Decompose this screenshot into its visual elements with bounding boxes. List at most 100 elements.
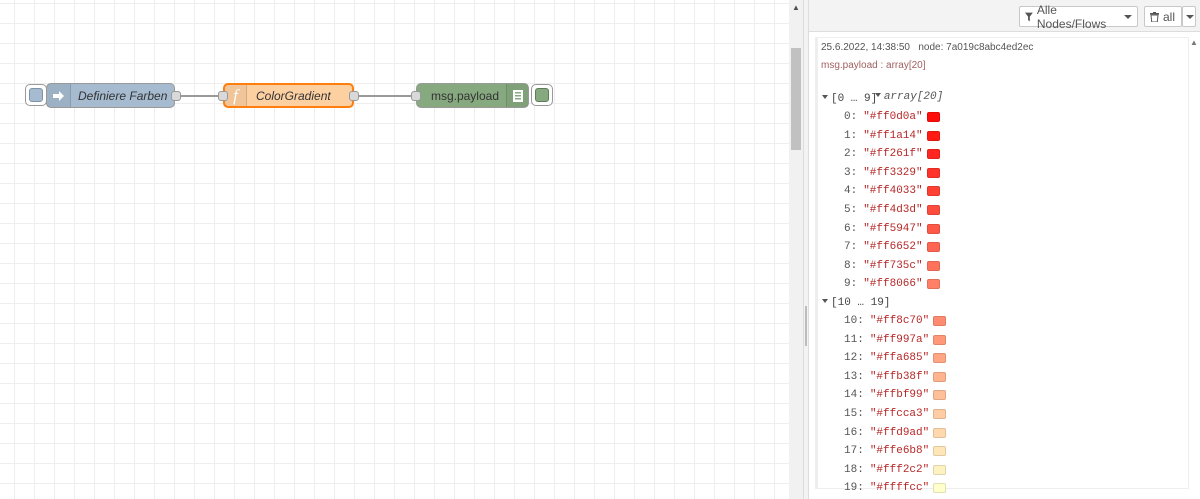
debug-sidebar: Alle Nodes/Flows all ▲ 25.6.2022, 14:38:… [809, 0, 1200, 499]
node-function[interactable]: f ColorGradient [218, 83, 359, 108]
node-debug-label: msg.payload [430, 88, 499, 103]
array-group-label: [0 … 9] [831, 93, 878, 105]
color-swatch [926, 223, 940, 234]
array-item[interactable]: 3:"#ff3329" [844, 165, 940, 181]
array-item[interactable]: 8:"#ff735c" [844, 258, 940, 274]
debug-toggle-swatch [535, 88, 549, 102]
array-item-index: 6: [844, 222, 858, 235]
array-item-value: "#ff0d0a" [863, 111, 923, 123]
array-item-value: "#ff4d3d" [863, 204, 923, 216]
array-item-value: "#ff8c70" [869, 315, 930, 327]
color-swatch [926, 149, 940, 160]
array-item[interactable]: 14: "#ffbf99" [844, 387, 947, 403]
array-item-index: 2: [844, 148, 858, 161]
array-item[interactable]: 4:"#ff4033" [844, 183, 940, 199]
array-item-value: "#ffd9ad" [869, 426, 930, 439]
array-item-value: "#ff6652" [863, 241, 923, 254]
message-timestamp: 25.6.2022, 14:38:50 [821, 42, 910, 53]
array-item[interactable]: 15:"#ffcca3" [844, 406, 947, 422]
chevron-down-icon [1124, 14, 1132, 19]
debug-messages-pane[interactable]: ▲ 25.6.2022, 14:38:50 node: 7a019c8abc4e… [809, 33, 1200, 499]
array-item[interactable]: 13:"#ffb38f" [844, 369, 947, 385]
splitter-grip-icon[interactable] [805, 306, 807, 346]
node-function-output-port[interactable] [349, 91, 359, 101]
node-inject-label: Definiere Farben [78, 88, 168, 103]
color-swatch [926, 205, 940, 215]
array-item-index: 4: [844, 185, 858, 198]
array-type-label: array[20] [883, 91, 944, 103]
color-swatch [933, 427, 947, 438]
node-inject[interactable]: Definiere Farben [46, 83, 181, 108]
color-swatch [926, 242, 940, 253]
filter-icon [1025, 12, 1033, 21]
array-item-value: "#ffbf99" [869, 389, 930, 402]
message-meta: 25.6.2022, 14:38:50 node: 7a019c8abc4ed2… [821, 42, 1033, 53]
array-item-index: 0: [844, 111, 858, 123]
array-item-value: "#fff2c2" [869, 463, 930, 476]
array-item[interactable]: 6:"#ff5947" [844, 221, 940, 237]
array-item[interactable]: 17: "#ffe6b8" [844, 443, 947, 459]
debug-message: 25.6.2022, 14:38:50 node: 7a019c8abc4ed2… [815, 37, 1189, 494]
color-swatch [933, 371, 947, 382]
debug-list-icon [512, 89, 523, 102]
array-item[interactable]: 10:"#ff8c70" [844, 313, 947, 329]
node-inject-output-port[interactable] [171, 91, 181, 101]
array-item-value: "#ff735c" [863, 259, 923, 272]
array-item-value: "#ffe6b8" [869, 445, 930, 458]
array-item[interactable]: 5:"#ff4d3d" [844, 202, 940, 218]
function-icon-box: f [225, 85, 247, 106]
clear-messages-button[interactable]: all [1144, 6, 1182, 27]
color-swatch [933, 390, 947, 401]
debug-icon-box [506, 84, 528, 107]
workspace-scrollbar[interactable]: ▲ [789, 0, 803, 499]
array-item[interactable]: 18:"#fff2c2" [844, 462, 947, 478]
color-swatch [926, 260, 940, 271]
array-group-toggle[interactable]: [0 … 9] [822, 92, 877, 106]
array-toggle[interactable]: array[20] [822, 76, 943, 118]
filter-dropdown-label: Alle Nodes/Flows [1036, 2, 1107, 31]
color-swatch [933, 409, 947, 419]
array-item[interactable]: 12:"#ffa685" [844, 350, 947, 366]
wire-inject-to-function[interactable] [178, 95, 222, 97]
array-item-value: "#ff261f" [863, 148, 923, 161]
color-swatch [933, 334, 947, 345]
node-debug[interactable]: msg.payload [411, 83, 529, 108]
array-item-index: 19: [844, 482, 864, 495]
sidebar-scroll-up-icon[interactable]: ▲ [1190, 38, 1198, 47]
array-item[interactable]: 9:"#ff8066" [844, 276, 940, 292]
wire-function-to-debug[interactable] [355, 95, 416, 97]
color-swatch [926, 167, 940, 178]
array-item-value: "#ffb38f" [869, 370, 930, 383]
array-item[interactable]: 1:"#ff1a14" [844, 128, 940, 144]
message-node-link[interactable]: node: 7a019c8abc4ed2ec [918, 42, 1034, 53]
inject-trigger-button[interactable] [25, 84, 47, 106]
array-item[interactable]: 16: "#ffd9ad" [844, 425, 947, 441]
array-item-index: 17: [844, 445, 864, 458]
flow-workspace[interactable]: Definiere Farben f ColorGradient msg.pay… [0, 0, 789, 499]
node-debug-input-port[interactable] [411, 91, 421, 101]
array-item[interactable]: 2: "#ff261f" [844, 146, 940, 162]
message-topic: msg.payload : array[20] [821, 60, 926, 71]
array-item[interactable]: 19:"#ffffcc" [844, 480, 947, 496]
array-item[interactable]: 11:"#ff997a" [844, 332, 947, 348]
array-item-index: 16: [844, 426, 864, 439]
array-group-toggle[interactable]: [10 … 19] [822, 296, 890, 310]
clear-options-dropdown[interactable] [1182, 6, 1196, 27]
scroll-up-arrow-icon[interactable]: ▲ [792, 2, 800, 12]
filter-dropdown[interactable]: Alle Nodes/Flows [1019, 3, 1138, 31]
sidebar-splitter[interactable] [803, 0, 809, 499]
debug-toggle-button[interactable] [531, 84, 553, 106]
clear-messages-label: all [1163, 9, 1176, 24]
expand-triangle-icon [874, 93, 881, 97]
array-item-index: 9: [844, 278, 858, 291]
array-item[interactable]: 0: "#ff0d0a" [844, 109, 940, 125]
array-item[interactable]: 7:"#ff6652" [844, 239, 940, 255]
workspace-scrollbar-thumb[interactable] [791, 48, 801, 150]
array-item-index: 14: [844, 389, 864, 402]
function-f-icon: f [233, 85, 238, 105]
node-function-input-port[interactable] [218, 91, 228, 101]
color-swatch [933, 464, 947, 475]
trash-icon [1150, 11, 1159, 22]
array-item-value: "#ff1a14" [863, 129, 923, 142]
color-swatch [933, 446, 947, 457]
